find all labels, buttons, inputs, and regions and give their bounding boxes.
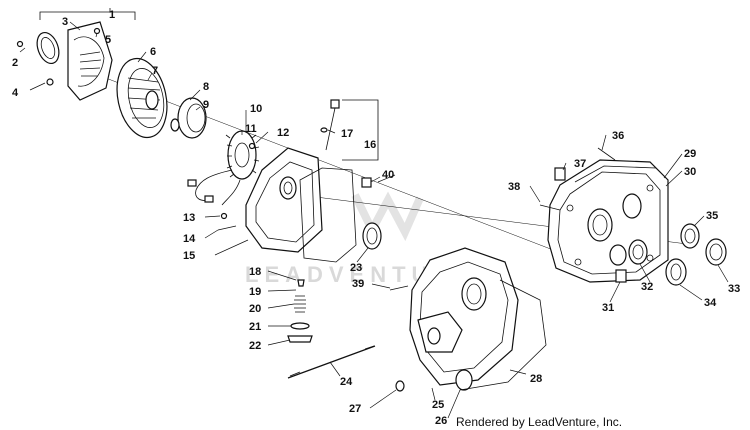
callout-33: 33 bbox=[728, 283, 740, 295]
bolt-14 bbox=[217, 225, 237, 231]
bolt-39 bbox=[389, 285, 409, 291]
callout-10: 10 bbox=[250, 103, 262, 115]
gear-housing-right bbox=[547, 159, 669, 283]
callout-25: 25 bbox=[432, 399, 444, 411]
callout-2: 2 bbox=[12, 57, 18, 69]
seal-35 bbox=[680, 223, 700, 249]
callout-labels: 1 2 3 4 5 6 7 8 9 10 11 12 13 14 15 16 1… bbox=[12, 9, 740, 427]
bracket-group-16 bbox=[342, 99, 379, 161]
drain-plug-stack bbox=[287, 279, 313, 343]
crankcase-center bbox=[409, 247, 547, 391]
callout-32: 32 bbox=[641, 281, 653, 293]
screw-13 bbox=[220, 212, 228, 220]
callout-9: 9 bbox=[203, 99, 209, 111]
callout-22: 22 bbox=[249, 340, 261, 352]
callout-21: 21 bbox=[249, 321, 261, 333]
watermark-logo bbox=[351, 191, 424, 242]
callout-40: 40 bbox=[382, 169, 394, 181]
breather-bolt bbox=[320, 99, 340, 151]
callout-6: 6 bbox=[150, 46, 156, 58]
callout-35: 35 bbox=[706, 210, 718, 222]
dowel-31 bbox=[615, 269, 627, 283]
callout-12: 12 bbox=[277, 127, 289, 139]
callout-27: 27 bbox=[349, 403, 361, 415]
credit-text: Rendered by LeadVenture, Inc. bbox=[456, 415, 622, 429]
leader-lines bbox=[19, 21, 729, 419]
callout-18: 18 bbox=[249, 266, 261, 278]
bearing-34 bbox=[665, 258, 687, 286]
bracket-group-1 bbox=[39, 8, 136, 20]
fan-cover bbox=[67, 21, 113, 101]
bolt-38 bbox=[539, 204, 561, 211]
callout-15: 15 bbox=[183, 250, 195, 262]
callout-19: 19 bbox=[249, 286, 261, 298]
callout-37: 37 bbox=[574, 158, 586, 170]
screen-ring bbox=[36, 31, 60, 65]
callout-36: 36 bbox=[612, 130, 624, 142]
screw-12 bbox=[248, 142, 256, 150]
callout-14: 14 bbox=[183, 233, 196, 245]
flywheel bbox=[116, 57, 168, 139]
callout-34: 34 bbox=[704, 297, 717, 309]
stud-24 bbox=[287, 345, 376, 379]
dowel-40 bbox=[361, 177, 372, 188]
callout-16: 16 bbox=[364, 139, 376, 151]
callout-8: 8 bbox=[203, 81, 209, 93]
callout-30: 30 bbox=[684, 166, 696, 178]
stator bbox=[187, 130, 260, 206]
dowel-27 bbox=[395, 380, 405, 392]
seal-33 bbox=[705, 238, 727, 266]
callout-20: 20 bbox=[249, 303, 261, 315]
gasket-left bbox=[299, 167, 357, 263]
screw-4 bbox=[46, 78, 54, 86]
callout-29: 29 bbox=[684, 148, 696, 160]
screw-5 bbox=[93, 27, 101, 35]
callout-11: 11 bbox=[245, 123, 257, 135]
callout-23: 23 bbox=[350, 262, 362, 274]
callout-17: 17 bbox=[341, 128, 353, 140]
crankcase-cover-left bbox=[245, 147, 323, 253]
callout-13: 13 bbox=[183, 212, 195, 224]
bearing-32 bbox=[628, 239, 648, 265]
callout-31: 31 bbox=[602, 302, 614, 314]
gasket-right bbox=[574, 165, 657, 183]
callout-3: 3 bbox=[62, 16, 68, 28]
screw-2 bbox=[16, 40, 24, 48]
callout-39: 39 bbox=[352, 278, 364, 290]
callout-28: 28 bbox=[530, 373, 542, 385]
callout-1: 1 bbox=[109, 9, 115, 21]
callout-7: 7 bbox=[152, 65, 158, 77]
callout-24: 24 bbox=[340, 376, 353, 388]
starter-hub bbox=[170, 97, 207, 139]
callout-4: 4 bbox=[12, 87, 19, 99]
callout-26: 26 bbox=[435, 415, 447, 427]
oil-seal-23 bbox=[362, 222, 382, 250]
callout-5: 5 bbox=[105, 34, 111, 46]
bolt-36 bbox=[597, 147, 616, 161]
plug-37 bbox=[554, 167, 566, 181]
callout-38: 38 bbox=[508, 181, 520, 193]
